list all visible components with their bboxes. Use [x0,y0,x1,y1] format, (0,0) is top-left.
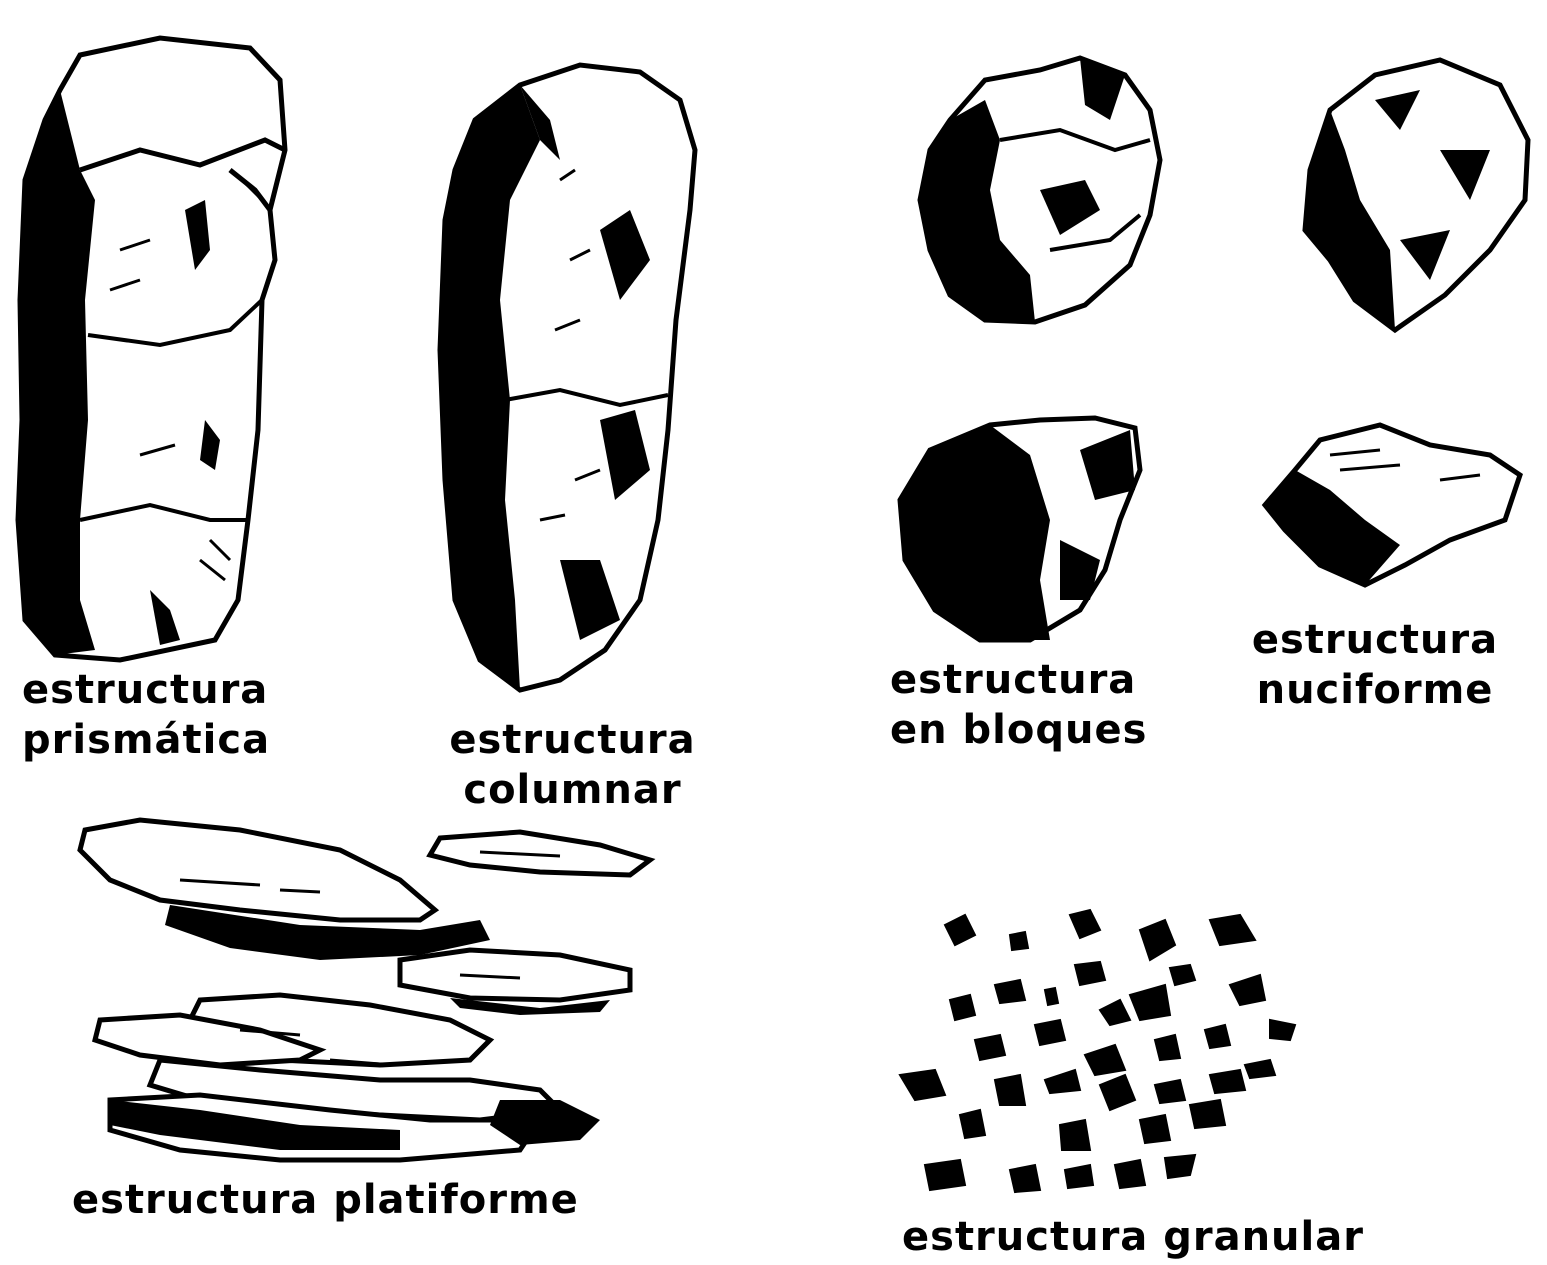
nuciform-structure-illustration [1265,60,1528,585]
caption-line: columnar [445,765,700,815]
caption-line: estructura [1245,615,1505,665]
caption-granular: estructura granular [902,1212,1364,1262]
caption-line: estructura platiforme [72,1175,579,1225]
caption-line: estructura [445,715,700,765]
granular-structure-illustration [900,910,1295,1192]
caption-line: estructura [890,655,1147,705]
caption-bloques: estructura en bloques [890,655,1147,755]
caption-columnar: estructura columnar [445,715,700,815]
columnar-structure-illustration [440,65,695,690]
caption-line: estructura granular [902,1212,1364,1262]
prismatic-structure-illustration [18,38,285,660]
caption-line: prismática [22,715,270,765]
caption-prismatica: estructura prismática [22,665,270,765]
caption-platiforme: estructura platiforme [72,1175,579,1225]
platy-structure-illustration [80,820,650,1160]
caption-line: nuciforme [1245,665,1505,715]
block-structure-illustration [900,58,1160,640]
caption-nuciforme: estructura nuciforme [1245,615,1505,715]
caption-line: estructura [22,665,270,715]
caption-line: en bloques [890,705,1147,755]
